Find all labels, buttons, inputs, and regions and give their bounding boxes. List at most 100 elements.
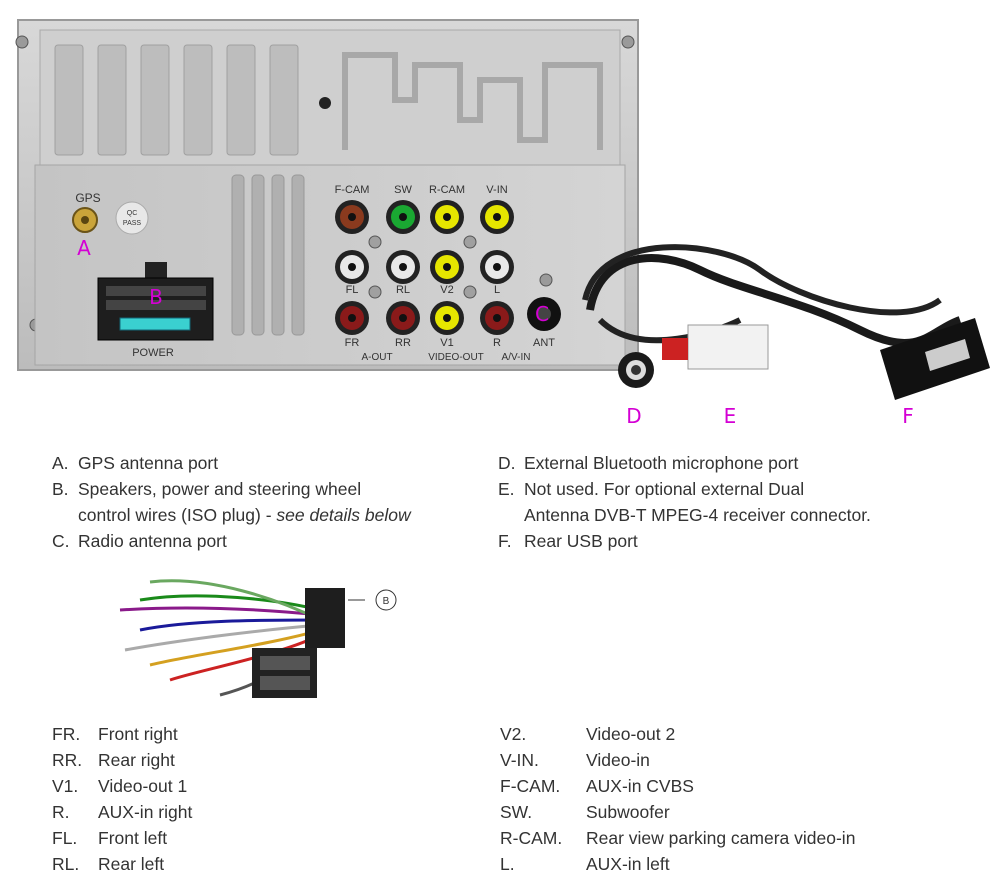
rca-jack-pin-v2 xyxy=(443,263,451,271)
harness-tag-circle xyxy=(375,589,397,611)
fuse xyxy=(119,317,191,331)
harness-head-connector xyxy=(305,588,345,648)
panel-screw xyxy=(463,285,477,299)
legend-key: A. xyxy=(52,453,69,473)
group-label-a-out: A-OUT xyxy=(361,352,392,363)
legend-item-b: B. Speakers, power and steering wheel xyxy=(52,476,472,502)
harness-tag: B xyxy=(383,596,390,607)
legend-key: F. xyxy=(498,531,512,551)
abbr-meaning: AUX-in right xyxy=(98,802,193,822)
qc-stamp-line-1: QC xyxy=(127,210,138,217)
abbr-meaning: Video-out 2 xyxy=(586,724,676,744)
abbr-meaning: Rear right xyxy=(98,750,175,770)
abbr-key: R-CAM. xyxy=(500,828,563,848)
legend-text: Rear USB port xyxy=(524,531,638,551)
iso-connector-tab xyxy=(145,262,167,282)
abbr-row: V1. Video-out 1 xyxy=(52,773,452,799)
abbr-key: RL. xyxy=(52,854,80,874)
legend-text: Antenna DVB-T MPEG-4 receiver connector. xyxy=(524,505,871,525)
abbr-row: RR.Rear right xyxy=(52,747,452,773)
callout-b: B xyxy=(149,285,163,309)
port-label-rl: RL xyxy=(396,284,410,296)
legend-text: Speakers, power and steering wheel xyxy=(78,479,362,499)
legend-item-d: D.External Bluetooth microphone port xyxy=(498,450,958,476)
panel-screw xyxy=(368,285,382,299)
legend-item-a: A. GPS antenna port xyxy=(52,450,472,476)
cable-bundle xyxy=(586,254,962,347)
abbr-key: L. xyxy=(500,854,515,874)
power-label: POWER xyxy=(132,347,174,359)
abbr-row: R. AUX-in right xyxy=(52,799,452,825)
legend-item-e: E.Not used. For optional external Dual xyxy=(498,476,958,502)
legend-item-f: F. Rear USB port xyxy=(498,528,958,554)
callout-c: C xyxy=(535,302,549,326)
abbr-key: FR. xyxy=(52,724,81,744)
port-label-f-cam: F-CAM xyxy=(335,184,370,196)
rca-jack-pin-rl xyxy=(399,263,407,271)
qc-stamp-line-2: PASS xyxy=(123,220,141,227)
abbr-meaning: Video-out 1 xyxy=(98,776,188,796)
dvbt-connector xyxy=(687,324,769,370)
abbreviations-right: V2. Video-out 2 V-IN. Video-in F-CAM. AUX-i… xyxy=(500,721,980,877)
legend-text: control wires (ISO plug) - xyxy=(78,505,277,525)
legend-key: B. xyxy=(52,479,69,499)
gps-label: GPS xyxy=(75,191,100,205)
legend-key: C. xyxy=(52,531,70,551)
callout-e: E xyxy=(724,404,737,428)
legend-key: D. xyxy=(498,453,516,473)
abbr-key: SW. xyxy=(500,802,533,822)
legend-text: Radio antenna port xyxy=(78,531,227,551)
abbr-meaning: AUX-in CVBS xyxy=(586,776,694,796)
abbr-key: R. xyxy=(52,802,70,822)
rca-jack-pin-v1 xyxy=(443,314,451,322)
abbr-row: R-CAM. Rear view parking camera video-in xyxy=(500,825,980,851)
port-label-ant: ANT xyxy=(533,337,555,349)
callout-f: F xyxy=(902,404,914,428)
abbr-meaning: Rear view parking camera video-in xyxy=(586,828,856,848)
panel-hole xyxy=(319,97,331,109)
port-label-fl: FL xyxy=(346,284,359,296)
legend-text: GPS antenna port xyxy=(78,453,219,473)
upper-heatsink xyxy=(39,29,621,166)
port-label-sw: SW xyxy=(394,184,412,196)
rca-jack-pin-r-cam xyxy=(443,213,451,221)
heatsink-ridge xyxy=(342,52,603,150)
rca-jack-pin-sw xyxy=(399,213,407,221)
abbr-meaning: Rear left xyxy=(98,854,165,874)
rca-jack-pin-r xyxy=(493,314,501,322)
abbr-meaning: Video-in xyxy=(586,750,650,770)
abbr-row: L.AUX-in left xyxy=(500,851,980,877)
abbr-key: FL. xyxy=(52,828,78,848)
legend-text: Not used. For optional external Dual xyxy=(524,479,805,499)
see-details-note: see details below xyxy=(276,505,411,525)
rca-jack-pin-l xyxy=(493,263,501,271)
usb-socket xyxy=(880,318,990,400)
rca-jack-pin-v-in xyxy=(493,213,501,221)
panel-screw xyxy=(463,235,477,249)
panel-screw xyxy=(368,235,382,249)
port-label-fr: FR xyxy=(345,337,360,349)
port-label-l: L xyxy=(494,284,500,296)
port-label-v1: V1 xyxy=(440,337,453,349)
abbr-row: F-CAM. AUX-in CVBS xyxy=(500,773,980,799)
abbr-key: V1. xyxy=(52,776,79,796)
abbr-row: FR.Front right xyxy=(52,721,452,747)
vent-slots xyxy=(231,174,305,336)
abbr-key: V-IN. xyxy=(500,750,539,770)
group-label-av-in: A/V-IN xyxy=(502,352,531,363)
qc-pass-stamp xyxy=(115,201,149,235)
abbreviations-left: FR.Front right RR.Rear right V1. Video-ou… xyxy=(52,721,452,877)
abbr-row: FL.Front left xyxy=(52,825,452,851)
rca-jack-pin-f-cam xyxy=(348,213,356,221)
rca-jack-pin-fl xyxy=(348,263,356,271)
abbr-meaning: Subwoofer xyxy=(586,802,670,822)
rca-jack-pin-rr xyxy=(399,314,407,322)
legend-right: D.External Bluetooth microphone port E.N… xyxy=(498,450,958,554)
abbr-key: V2. xyxy=(500,724,527,744)
port-label-rr: RR xyxy=(395,337,411,349)
abbr-key: F-CAM. xyxy=(500,776,561,796)
port-label-r: R xyxy=(493,337,501,349)
port-label-v2: V2 xyxy=(440,284,453,296)
